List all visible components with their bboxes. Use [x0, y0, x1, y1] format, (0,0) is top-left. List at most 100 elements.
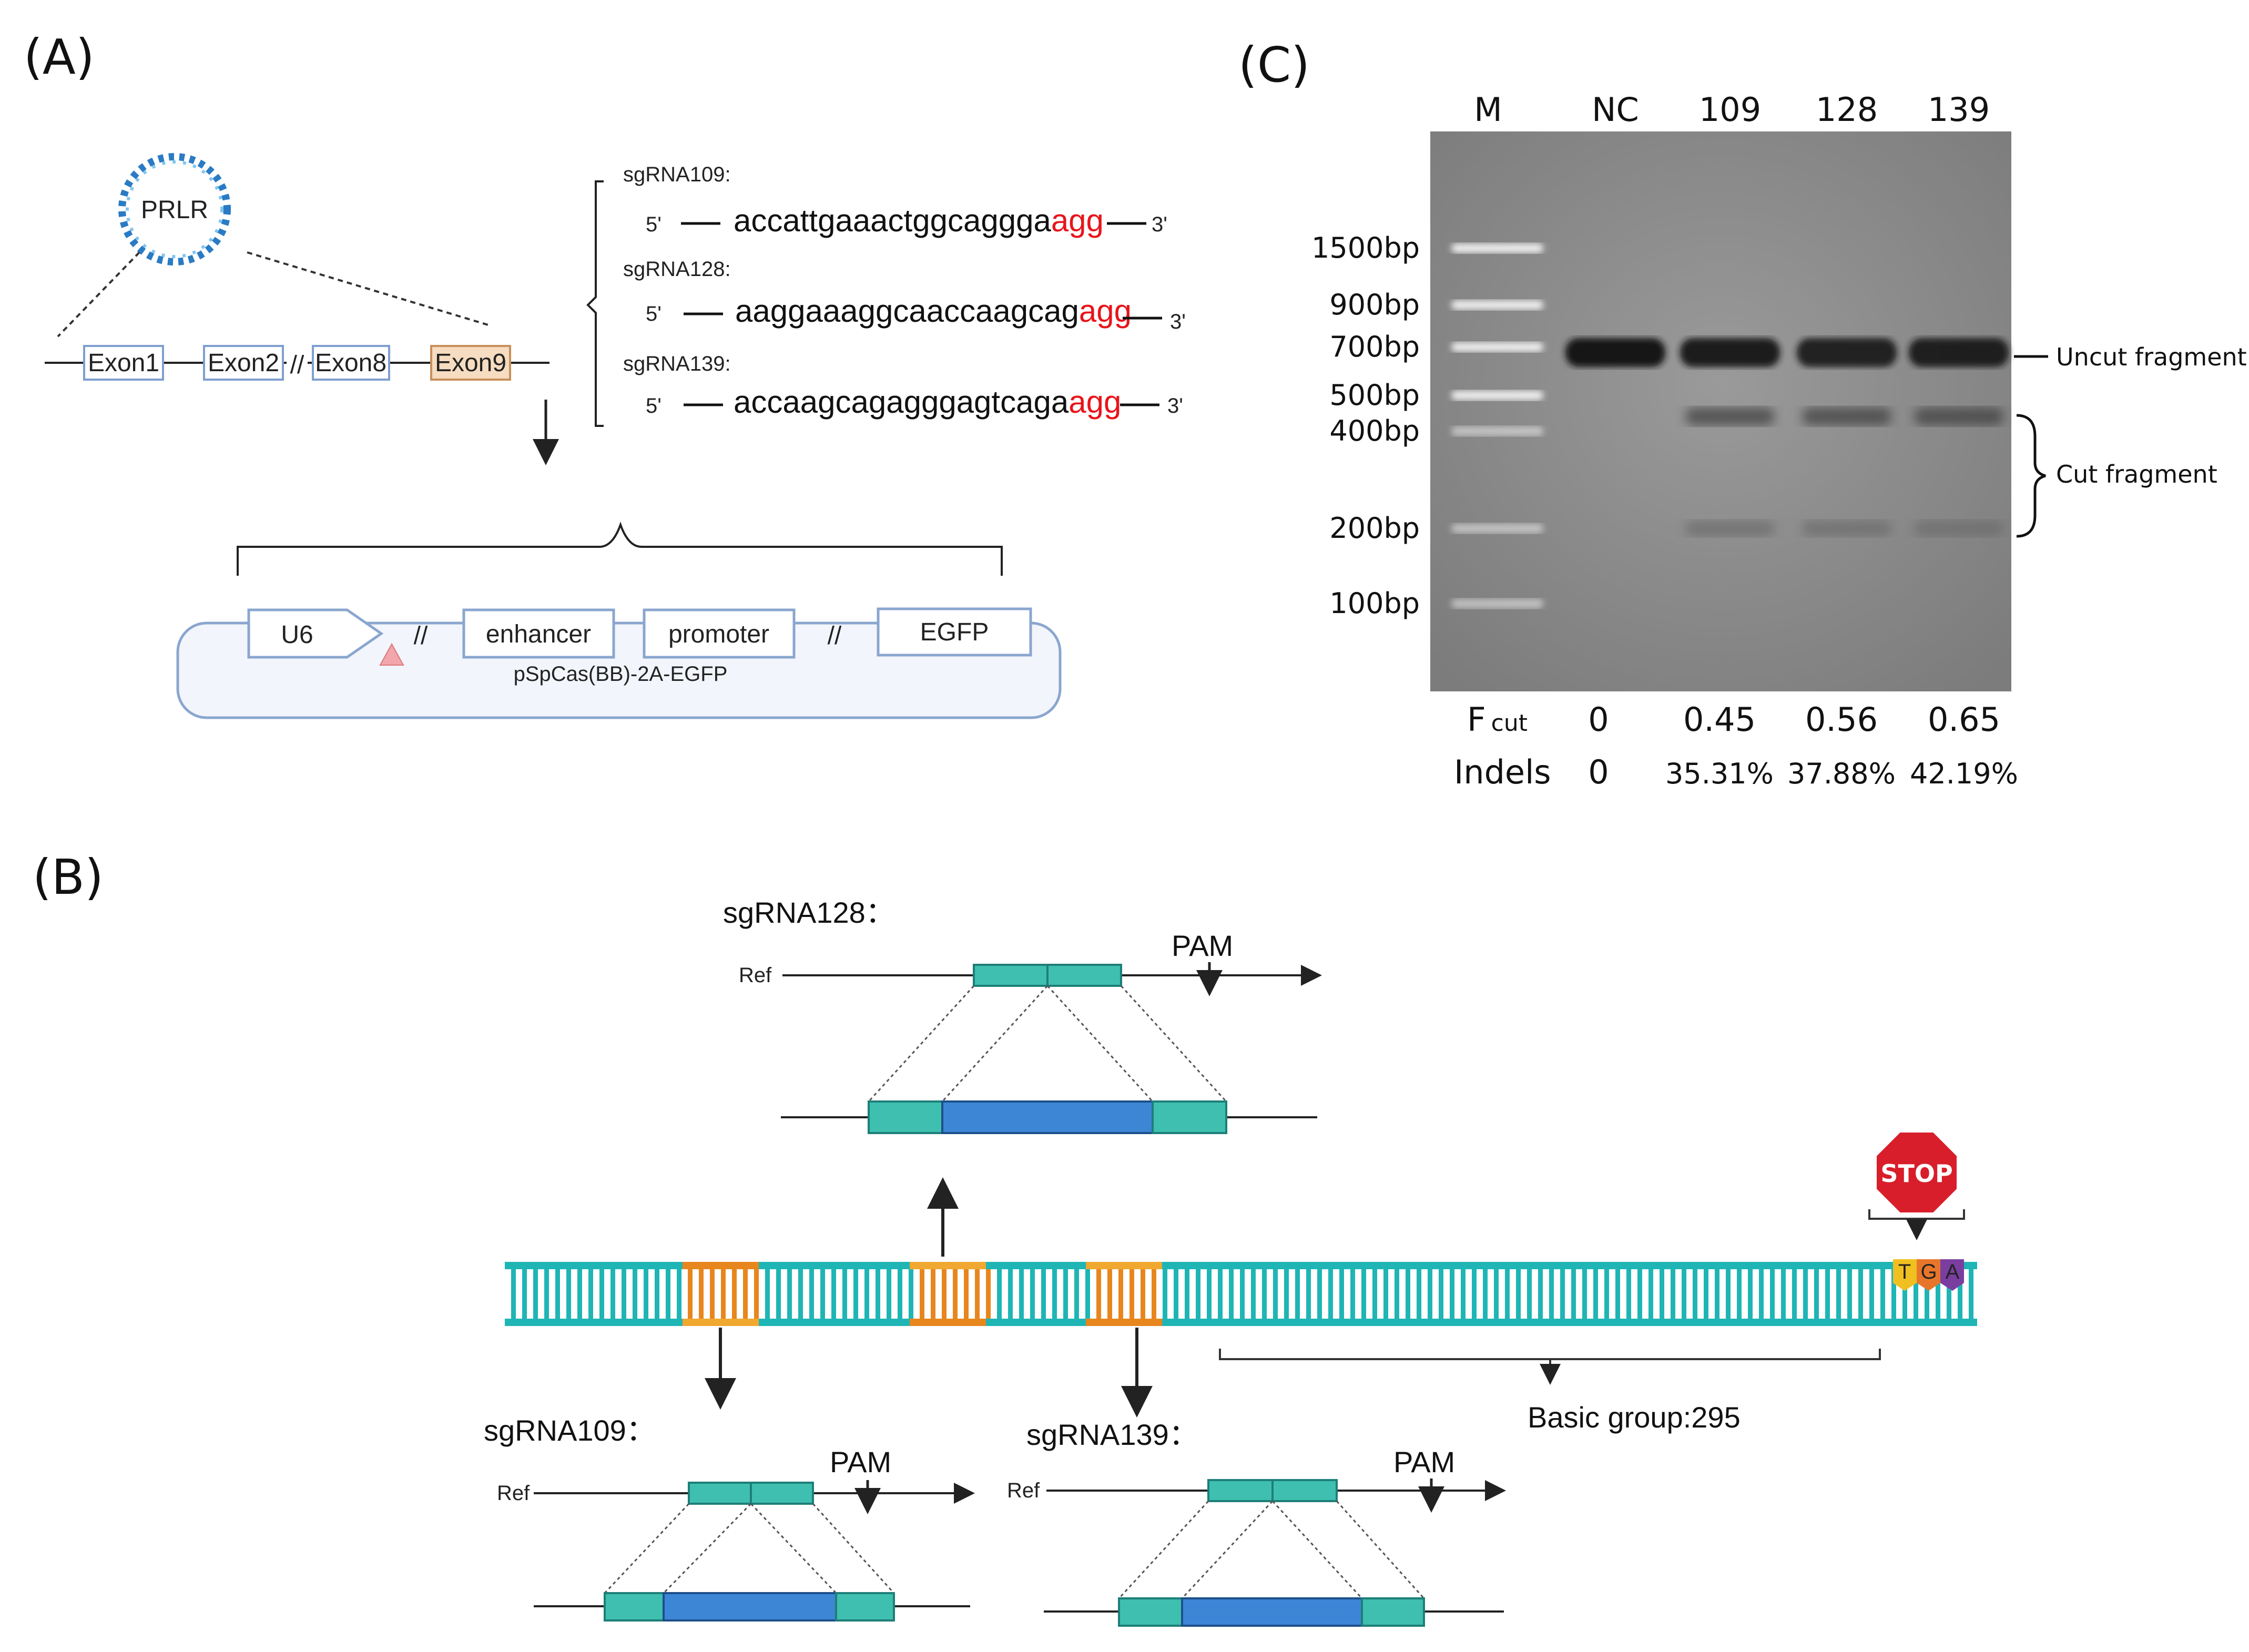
dna-rung: [986, 1269, 991, 1319]
fcut-value: 0.65: [1928, 700, 2000, 739]
dna-rung: [1450, 1269, 1454, 1319]
sgrna109-schematic: sgRNA109： Ref PAM: [484, 1414, 975, 1622]
ladder-label-700bp: 700bp: [1329, 330, 1420, 363]
dna-rung: [610, 1269, 615, 1319]
dna-bottom-strand: [505, 1319, 1977, 1326]
vector-brace: [237, 522, 1003, 576]
dna-rung: [1781, 1269, 1786, 1319]
vector-break-1: //: [414, 622, 428, 650]
exon-2-label: Exon2: [208, 349, 279, 377]
dna-rung: [732, 1269, 737, 1319]
gel-bands: [1451, 243, 2009, 608]
sgrna139-seq: accaagcagagggagtcaga: [734, 384, 1069, 420]
uncut-label: Uncut fragment: [2056, 343, 2247, 371]
sgrna109-target-right: [750, 1482, 814, 1505]
dna-rungs: [511, 1269, 1973, 1319]
fcut-value: 0: [1588, 700, 1609, 739]
indels-value: 42.19%: [1910, 757, 2018, 790]
sgrna139-target-right: [1271, 1479, 1338, 1502]
dna-rung: [1836, 1269, 1841, 1319]
codon-g: [1917, 1259, 1940, 1291]
zoom-line-right: [247, 251, 492, 327]
uncut-band-NC: [1565, 338, 1665, 367]
indels-value: 35.31%: [1665, 757, 1774, 790]
dna-rung: [1461, 1269, 1466, 1319]
dna-rung: [1682, 1269, 1686, 1319]
sgrna139-name: sgRNA139:: [623, 352, 731, 375]
sgrna139-five: 5': [646, 394, 662, 417]
dna-rung: [743, 1269, 748, 1319]
zoom-line-left: [57, 251, 140, 338]
dash-109-3: [750, 1503, 837, 1594]
dna-rung: [1958, 1269, 1962, 1319]
dna-rung: [1273, 1269, 1278, 1319]
dna-rung: [588, 1269, 593, 1319]
sgrna128-target-right: [1046, 964, 1122, 987]
stop-sign-icon: STOP: [1873, 1128, 1961, 1217]
plasmid-label: PRLR: [141, 196, 208, 224]
dna-rung: [1129, 1269, 1134, 1319]
dna-rung: [1339, 1269, 1344, 1319]
ref-label-109: Ref: [497, 1482, 530, 1505]
vector-backbone: [176, 621, 1062, 719]
sgrna128-pam: agg: [1079, 293, 1132, 329]
dna-rung: [1041, 1269, 1046, 1319]
lane-label-nc: NC: [1592, 90, 1639, 129]
dna-rung: [1494, 1269, 1499, 1319]
dna-rung: [699, 1269, 704, 1319]
dna-rung: [566, 1269, 571, 1319]
dna-rung: [1439, 1269, 1443, 1319]
vector-break-2: //: [828, 622, 842, 650]
dna-rung: [1008, 1269, 1013, 1319]
pam-label-139: PAM: [1393, 1445, 1455, 1478]
dna-rung: [1593, 1269, 1598, 1319]
dna-rung: [1571, 1269, 1576, 1319]
dna-rung: [1019, 1269, 1024, 1319]
cut-label: Cut fragment: [2056, 460, 2217, 488]
indels-value: 0: [1588, 753, 1609, 791]
dna-strand: [505, 1262, 1977, 1326]
sgrna139-target-left: [1207, 1479, 1274, 1502]
uncut-band-109: [1680, 338, 1780, 367]
fcut-value: 0.56: [1805, 700, 1878, 739]
indels-label: Indels: [1454, 753, 1551, 791]
dna-rung: [876, 1269, 880, 1319]
lane-label-109: 109: [1699, 90, 1761, 129]
dna-rung: [1505, 1269, 1510, 1319]
dna-rung: [820, 1269, 825, 1319]
edited-flank-left-128: [868, 1100, 943, 1134]
dna-rung: [787, 1269, 792, 1319]
dna-rung: [1704, 1269, 1708, 1319]
dna-rung: [1914, 1269, 1918, 1319]
u6-label: U6: [281, 621, 313, 649]
sgrna139-three: 3': [1167, 394, 1183, 417]
ladder-band-1500bp: [1451, 243, 1543, 253]
fcut-label-main: F: [1467, 700, 1486, 739]
dna-rung: [1096, 1269, 1101, 1319]
gene-break: //: [290, 351, 304, 379]
dna-rung: [1748, 1269, 1753, 1319]
dna-rung: [666, 1269, 670, 1319]
ladder-label-100bp: 100bp: [1329, 587, 1420, 620]
dna-rung: [1251, 1269, 1256, 1319]
site-109-bottom: [683, 1319, 759, 1326]
dna-rung: [1858, 1269, 1863, 1319]
enhancer-box: enhancer: [462, 608, 615, 659]
edited-flank-right-128: [1152, 1100, 1227, 1134]
dna-rung: [1350, 1269, 1355, 1319]
ladder-band-100bp: [1451, 599, 1543, 608]
dna-rung: [1107, 1269, 1112, 1319]
dna-rung: [1582, 1269, 1587, 1319]
dna-rung: [1207, 1269, 1212, 1319]
dna-rung: [1361, 1269, 1366, 1319]
dash-128-1: [868, 985, 975, 1103]
dna-rung: [1185, 1269, 1189, 1319]
edited-flank-left-109: [604, 1592, 665, 1622]
dna-rung: [1395, 1269, 1399, 1319]
edited-flank-right-109: [835, 1592, 895, 1622]
basic-group-label: Basic group:295: [1528, 1401, 1741, 1434]
dna-rung: [1792, 1269, 1797, 1319]
